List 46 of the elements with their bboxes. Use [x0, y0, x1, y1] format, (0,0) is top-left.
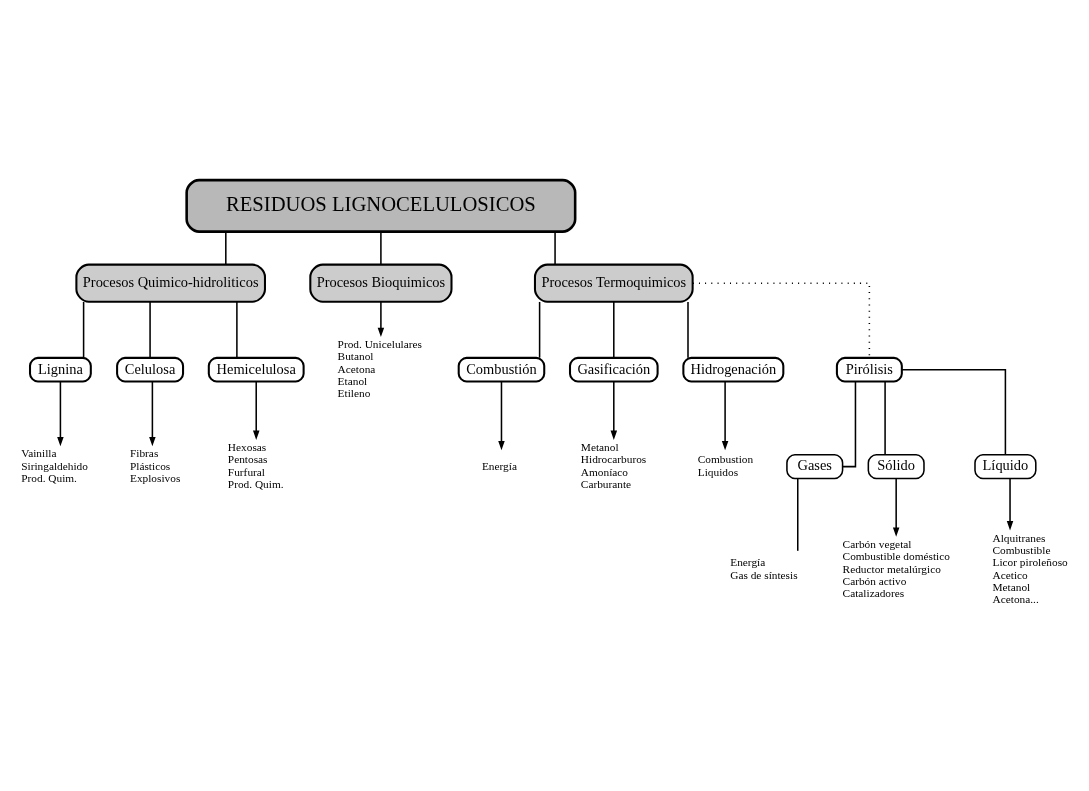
connector [538, 301, 541, 359]
node-text: Energía Gas de síntesis [730, 556, 798, 581]
node-box: Gases [786, 453, 844, 480]
node-box: Procesos Quimico-hidroliticos [75, 263, 266, 303]
node-text: Metanol Hidrocarburos Amoníaco Carburante [580, 440, 647, 491]
connector [796, 478, 799, 552]
arrow [610, 380, 618, 440]
node-box: Procesos Bioquimicos [309, 263, 453, 303]
node-box: Líquido [974, 453, 1037, 480]
arrow [721, 380, 729, 451]
node-text: Hexosas Pentosas Furfural Prod. Quim. [227, 440, 284, 491]
connector [236, 301, 238, 359]
node-box: Pirólisis [835, 356, 903, 383]
node-box: Hemicelulosa [207, 356, 305, 383]
node-text: Fibras Plásticos Explosivos [129, 447, 181, 484]
node-text: Combustion Liquidos [697, 453, 754, 478]
node-box: RESIDUOS LIGNOCELULOSICOS [185, 178, 577, 233]
connector [380, 231, 382, 266]
connector [687, 301, 689, 359]
node-box: Procesos Termoquimicos [533, 263, 694, 303]
connector [149, 301, 151, 359]
connector [884, 380, 886, 456]
node-box: Gasificación [569, 356, 659, 383]
node-box: Hidrogenación [682, 356, 785, 383]
node-box: Lignina [29, 356, 92, 383]
connector [82, 301, 85, 359]
node-text: Carbón vegetal Combustible doméstico Reductor metalúrgico Carbón activo Catalizadores [842, 537, 950, 600]
connector [841, 380, 857, 468]
node-text: Prod. Unicelulares Butanol Acetona Etanol Etileno [337, 337, 422, 400]
connector [613, 301, 615, 359]
connector [554, 231, 556, 266]
arrow [149, 380, 156, 447]
arrow [57, 380, 64, 447]
arrow [892, 478, 900, 537]
arrow [252, 380, 260, 440]
node-box: Celulosa [116, 356, 185, 383]
connector [901, 368, 1007, 456]
arrow [377, 301, 385, 337]
node-text: Energía [481, 459, 517, 472]
arrow [1006, 478, 1014, 531]
node-text: Vainilla Siringaldehido Prod. Quim. [21, 447, 88, 484]
node-box: Combustión [457, 356, 546, 383]
node-text: Alquitranes Combustible Licor piroleñoso Acetico Metanol Acetona... [992, 531, 1068, 606]
connector [225, 231, 227, 266]
node-box: Sólido [867, 453, 925, 480]
arrow [498, 380, 505, 451]
